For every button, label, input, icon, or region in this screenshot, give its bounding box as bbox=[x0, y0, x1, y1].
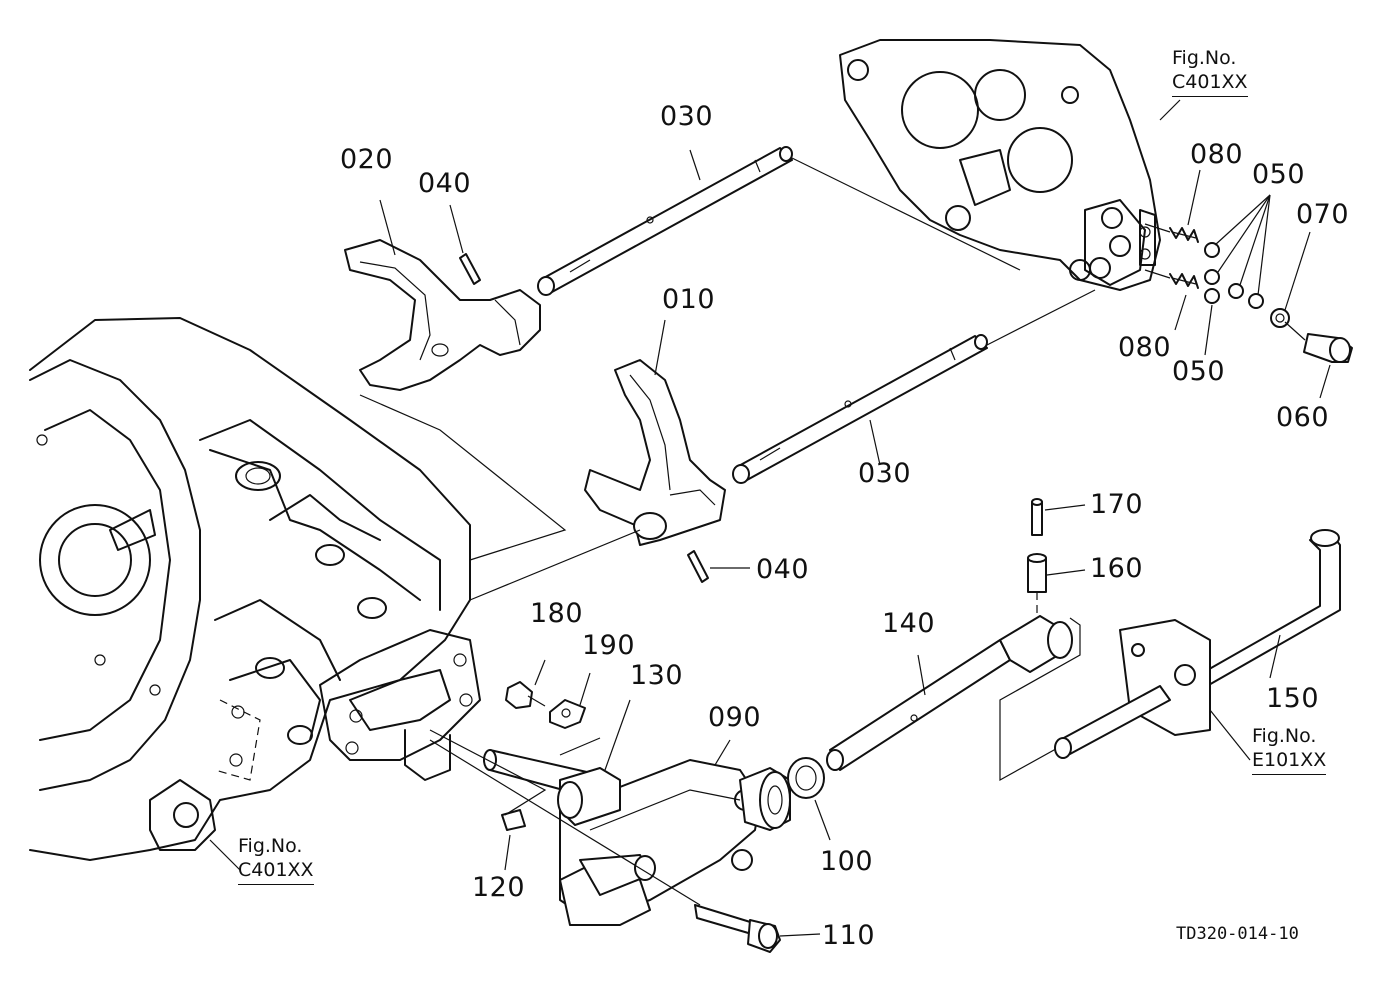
fig-ref-right[interactable]: Fig.No. E101XX bbox=[1252, 724, 1327, 775]
pin-120 bbox=[501, 809, 526, 831]
detent-parts bbox=[1144, 223, 1353, 363]
part-label-030-lower: 030 bbox=[858, 458, 912, 489]
part-label-110: 110 bbox=[822, 920, 876, 951]
part-label-030-upper: 030 bbox=[660, 101, 714, 132]
fig-ref-title: Fig.No. bbox=[1172, 47, 1237, 69]
steel-ball-050-1 bbox=[1204, 242, 1220, 258]
bolt-110 bbox=[694, 904, 781, 953]
drawing-code: TD320-014-10 bbox=[1176, 924, 1299, 944]
shift-fork-010 bbox=[584, 359, 726, 546]
detent-spring-080-upper bbox=[1169, 227, 1199, 243]
part-label-180: 180 bbox=[530, 598, 584, 629]
part-label-050-lower: 050 bbox=[1172, 356, 1226, 387]
steel-ball-050-3 bbox=[1228, 283, 1244, 299]
part-label-140: 140 bbox=[882, 608, 936, 639]
part-label-040-lower: 040 bbox=[756, 554, 810, 585]
part-label-100: 100 bbox=[820, 846, 874, 877]
part-label-010: 010 bbox=[662, 284, 716, 315]
fig-ref-code: C401XX bbox=[1172, 70, 1248, 97]
plug-bolt-060 bbox=[1303, 333, 1353, 363]
transmission-housing-left bbox=[29, 317, 481, 861]
part-label-090: 090 bbox=[708, 702, 762, 733]
part-label-050-upper: 050 bbox=[1252, 159, 1306, 190]
shift-shaft-030-upper bbox=[537, 146, 1021, 296]
part-label-170: 170 bbox=[1090, 489, 1144, 520]
washer-070 bbox=[1270, 308, 1290, 328]
bearing-housing-090-right bbox=[739, 767, 791, 831]
shift-shaft-030-lower bbox=[732, 289, 1096, 484]
steel-ball-050-4 bbox=[1248, 293, 1264, 309]
pin-170 bbox=[1031, 498, 1043, 536]
part-label-130: 130 bbox=[630, 660, 684, 691]
fig-ref-code: C401XX bbox=[238, 858, 314, 885]
bolt-180 bbox=[505, 681, 546, 709]
lock-plate-190 bbox=[549, 699, 586, 729]
bearing-100 bbox=[787, 757, 825, 799]
transmission-housing-right bbox=[839, 39, 1161, 291]
shaft-arm-130 bbox=[483, 749, 621, 826]
fig-ref-title: Fig.No. bbox=[238, 835, 303, 857]
part-label-080-lower: 080 bbox=[1118, 332, 1172, 363]
part-label-070: 070 bbox=[1296, 199, 1350, 230]
steel-ball-050-5 bbox=[1204, 288, 1220, 304]
part-label-150: 150 bbox=[1266, 683, 1320, 714]
shift-fork-020 bbox=[344, 239, 541, 391]
shift-shaft-140 bbox=[826, 615, 1091, 782]
part-label-120: 120 bbox=[472, 872, 526, 903]
part-label-080-upper: 080 bbox=[1190, 139, 1244, 170]
fig-ref-bottom-left[interactable]: Fig.No. C401XX bbox=[238, 834, 314, 885]
assembly-lines bbox=[209, 99, 1331, 937]
part-label-160: 160 bbox=[1090, 553, 1144, 584]
part-label-020: 020 bbox=[340, 144, 394, 175]
part-label-040-upper: 040 bbox=[418, 168, 472, 199]
spring-pin-040-upper bbox=[459, 253, 481, 285]
steel-ball-050-2 bbox=[1204, 269, 1220, 285]
collar-160 bbox=[1027, 553, 1047, 593]
fig-ref-code: E101XX bbox=[1252, 748, 1327, 775]
fig-ref-title: Fig.No. bbox=[1252, 725, 1317, 747]
part-label-060: 060 bbox=[1276, 402, 1330, 433]
shift-lever-150 bbox=[1054, 529, 1341, 759]
spring-pin-040-lower bbox=[687, 550, 709, 583]
detent-spring-080-lower bbox=[1169, 273, 1199, 289]
fig-ref-top-right[interactable]: Fig.No. C401XX bbox=[1172, 46, 1248, 97]
part-label-190: 190 bbox=[582, 630, 636, 661]
